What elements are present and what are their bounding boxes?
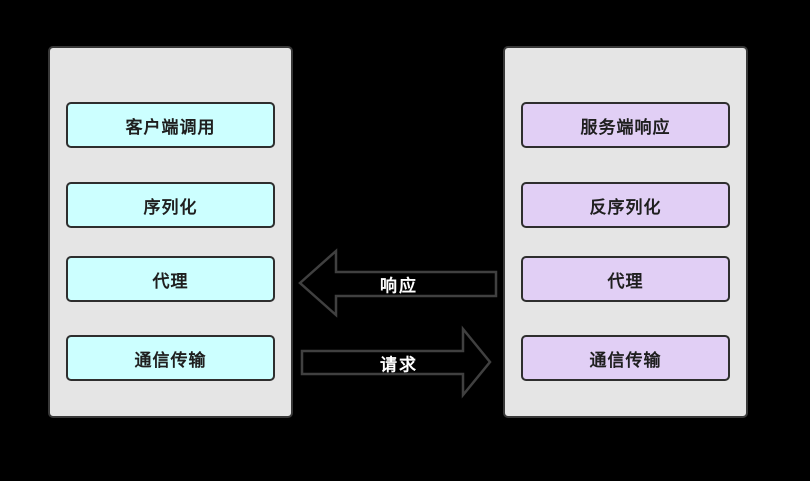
request-arrow-label: 请求	[380, 355, 418, 375]
node-serialization: 序列化	[66, 182, 275, 228]
node-client-call: 客户端调用	[66, 102, 275, 148]
node-deserialization-label: 反序列化	[589, 197, 662, 217]
node-client-call-label: 客户端调用	[125, 117, 216, 137]
node-server-response: 服务端响应	[521, 102, 730, 148]
node-deserialization: 反序列化	[521, 182, 730, 228]
server-panel: 服务端响应 反序列化 代理 通信传输	[503, 46, 748, 418]
node-server-proxy-label: 代理	[607, 271, 644, 291]
node-server-transport-label: 通信传输	[589, 350, 662, 370]
client-panel: 客户端调用 序列化 代理 通信传输	[48, 46, 293, 418]
node-client-proxy-label: 代理	[152, 271, 189, 291]
response-arrow-label: 响应	[380, 276, 418, 296]
node-serialization-label: 序列化	[143, 197, 198, 217]
node-server-response-label: 服务端响应	[580, 117, 671, 137]
node-client-transport-label: 通信传输	[134, 350, 207, 370]
node-client-proxy: 代理	[66, 256, 275, 302]
node-server-proxy: 代理	[521, 256, 730, 302]
node-client-transport: 通信传输	[66, 335, 275, 381]
node-server-transport: 通信传输	[521, 335, 730, 381]
